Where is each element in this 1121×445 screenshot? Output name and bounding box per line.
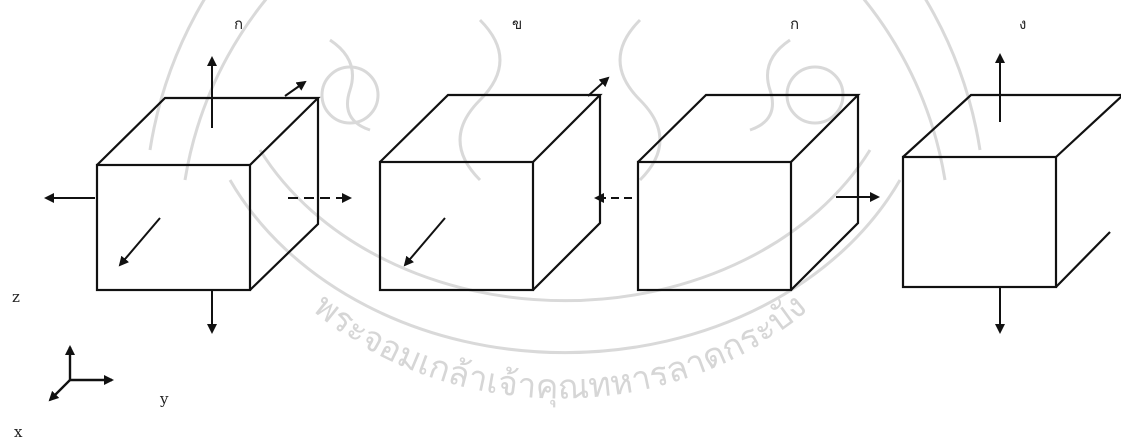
arrow-back [284, 80, 307, 97]
axis-label-x: x [14, 423, 23, 441]
x-axis-arrow [48, 379, 71, 402]
panel-label-b: ข [512, 15, 523, 33]
stress-arrows-c [594, 192, 880, 203]
stress-arrows-a [44, 56, 352, 334]
panel-label-a: ก [234, 15, 244, 33]
arrow-out [403, 217, 446, 267]
arrow-back [587, 76, 610, 97]
axis-label-z: z [12, 288, 20, 306]
cube-d [901, 93, 1121, 289]
cube-b [378, 93, 603, 292]
axis-label-y: y [160, 390, 169, 408]
panel-label-c: ก [790, 15, 800, 33]
coordinate-axes [48, 345, 114, 402]
panel-label-d: ง [1019, 15, 1027, 33]
arrow-out [118, 217, 161, 267]
stress-arrows-b [403, 76, 610, 267]
cube-c [636, 93, 861, 292]
cube-a [95, 96, 321, 292]
